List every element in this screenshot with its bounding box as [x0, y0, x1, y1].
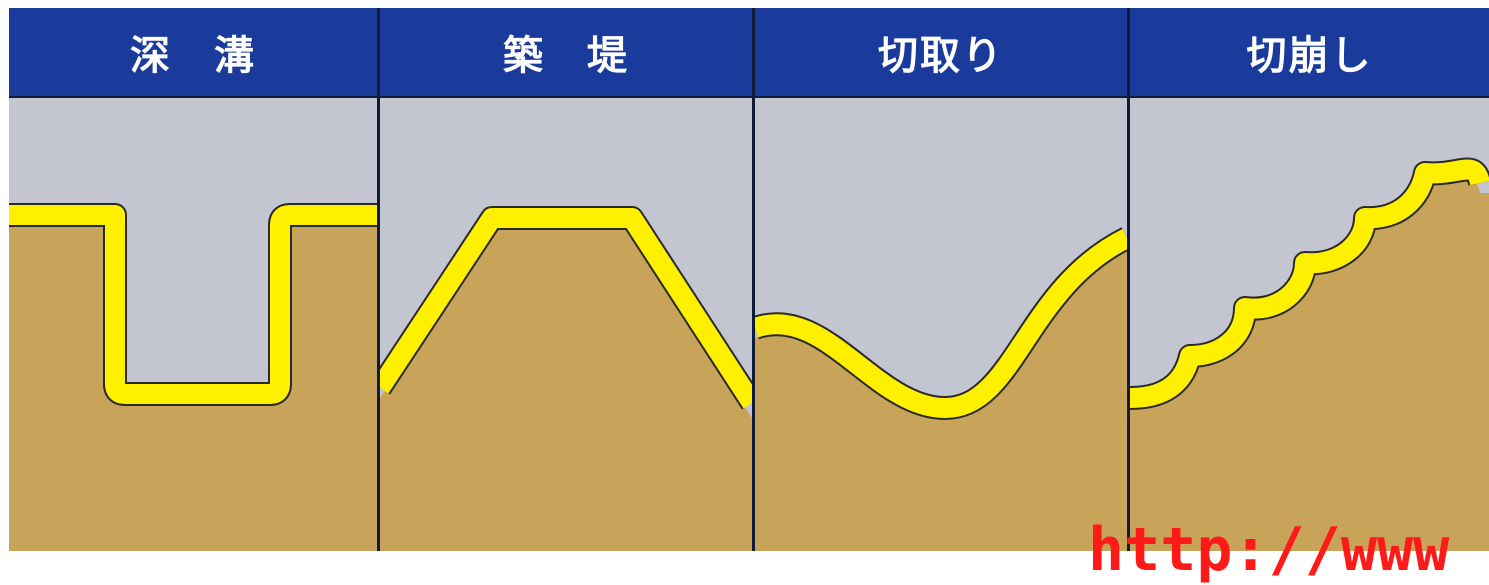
- cut-illustration: [755, 98, 1127, 551]
- panel-embankment: 築 堤: [380, 8, 752, 551]
- panel-cut-collapse: 切崩し: [1130, 8, 1489, 551]
- soil: [755, 248, 1127, 551]
- panel-title: 築 堤: [380, 8, 752, 96]
- diagram-frame: 深 溝 築 堤 切取り: [9, 8, 1489, 551]
- deep-trench-illustration: [9, 98, 377, 551]
- embankment-illustration: [380, 98, 752, 551]
- watermark-text: http://www: [1088, 515, 1450, 585]
- ground-line-yellow: [755, 229, 1127, 419]
- ground-line-yellow: [9, 205, 377, 404]
- cut-collapse-illustration: [1130, 98, 1489, 551]
- panel-title: 切崩し: [1130, 8, 1489, 96]
- panel-cut: 切取り: [755, 8, 1127, 551]
- ground-line-yellow: [380, 208, 752, 409]
- soil: [1130, 179, 1489, 551]
- soil: [380, 228, 752, 551]
- ground-line-yellow: [1130, 159, 1489, 408]
- panel-title: 切取り: [755, 8, 1127, 96]
- panel-title: 深 溝: [9, 8, 377, 96]
- panel-deep-trench: 深 溝: [9, 8, 377, 551]
